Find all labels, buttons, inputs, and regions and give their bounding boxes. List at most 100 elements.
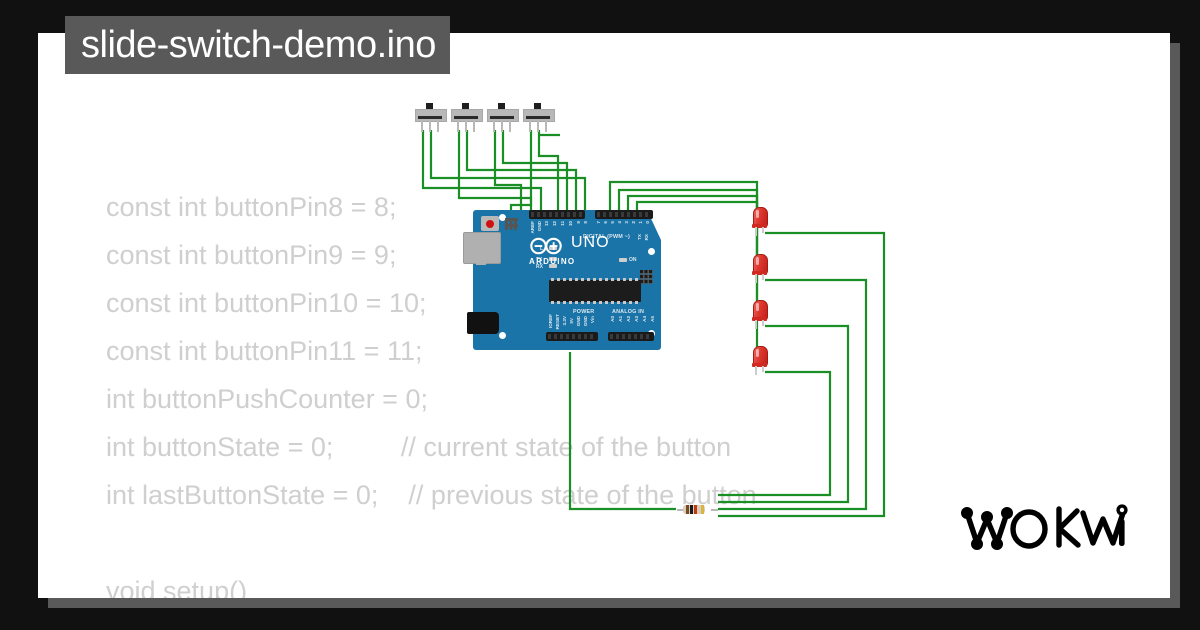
switch-slot [490,116,514,119]
switch-actuator[interactable] [426,103,433,111]
pin-label-gnd: GND [537,221,542,232]
switch-leg [457,120,459,132]
reset-button[interactable] [481,216,499,231]
page-title: slide-switch-demo.ino [65,16,450,74]
code-line: int buttonPushCounter = 0; [106,384,428,414]
switch-leg [509,120,511,132]
board-name-silk: UNO [571,234,610,251]
resistor-lead [677,508,684,511]
pin-label-a1: A1 [618,316,623,322]
icsp-header [640,270,653,284]
power-header-label: POWER [573,309,595,315]
digital-header-low[interactable] [595,210,653,219]
switch-leg [501,120,503,132]
resistor-1[interactable] [677,505,718,514]
led-label-rx: RX [536,264,543,270]
pin-label-d5: 5 [610,221,615,224]
switch-leg [437,120,439,132]
pin-label-d3: 3 [624,221,629,224]
pin-label-d4: 4 [617,221,622,224]
led-label-on: ON [629,257,637,263]
led-gloss [755,349,759,357]
led-anode-leg [755,274,757,283]
led-cathode-leg [762,227,764,233]
pin-label-a4: A4 [642,316,647,322]
pin-label-a0: A0 [610,316,615,322]
led-flange [752,224,767,228]
resistor-band-2 [690,505,693,514]
usb-connector [463,232,501,265]
code-line: const int buttonPin11 = 11; [106,336,423,366]
pin-label-a3: A3 [634,316,639,322]
power-jack [467,312,499,334]
led-gloss [755,257,759,265]
pin-label-d11: 11 [560,221,565,226]
pin-label-vin: Vin [590,316,595,324]
led-tx-indicator [549,257,557,261]
resistor-band-1 [686,505,689,514]
switch-slot [418,116,442,119]
led-label-l: L [540,246,544,252]
switch-actuator[interactable] [534,103,541,111]
code-line: void setup() [106,576,248,598]
led-on-indicator [619,258,627,262]
pin-label-d7: 7 [596,221,601,224]
switch-actuator[interactable] [462,103,469,111]
pin-label-d10: 10 [568,221,573,227]
pin-label-gnd1: GND [576,316,581,327]
pin-label-5v: 5V [569,318,574,324]
code-line: const int buttonPin8 = 8; [106,192,397,222]
pin-label-d6: 6 [603,221,608,224]
analog-header-label: ANALOG IN [612,309,645,315]
digital-header-high[interactable] [529,210,585,219]
pin-label-aref: AREF [530,221,535,234]
resistor-band-3 [694,505,697,514]
pin-label-d0: 0 [645,221,650,224]
pin-label-ioref: IOREF [548,314,553,329]
mounting-hole [499,332,506,339]
switch-leg [421,120,423,132]
pin-label-d2: 2 [631,221,636,224]
power-header[interactable] [546,332,598,341]
pin-label-3v3: 3.3V [562,316,567,326]
switch-leg [473,120,475,132]
switch-slot [454,116,478,119]
led-gloss [755,210,759,218]
mounting-hole [499,214,506,221]
switch-leg [465,120,467,132]
code-line: const int buttonPin10 = 10; [106,288,427,318]
switch-leg [529,120,531,132]
arduino-uno-board[interactable]: AREF GND 13 12 11 10 9 8 7 6 5 4 3 2 1 0… [463,210,661,350]
pin-label-tx: TX [637,234,642,240]
pin-label-rx: RX [644,234,649,241]
pin-label-a5: A5 [650,316,655,322]
switch-leg [537,120,539,132]
led-gloss [755,303,759,311]
switch-leg [545,120,547,132]
digital-header-label: DIGITAL (PWM ~) [583,234,630,240]
switch-slot [526,116,550,119]
led-cathode-leg [762,366,764,372]
resistor-band-4 [701,505,704,514]
icsp2-header [505,218,518,230]
resistor-lead [711,508,718,511]
mounting-hole [648,248,655,255]
led-anode-leg [755,227,757,236]
led-cathode-leg [762,274,764,280]
led-anode-leg [755,320,757,329]
atmega-mcu [549,278,641,304]
pin-label-gnd2: GND [583,316,588,327]
board-vendor-silk: ARDUINO [529,257,576,266]
pin-label-d12: 12 [552,221,557,227]
pin-label-a2: A2 [626,316,631,322]
switch-actuator[interactable] [498,103,505,111]
pin-label-d13: 13 [544,221,549,227]
pin-label-d8: 8 [583,221,588,224]
wokwi-logo [959,499,1134,560]
led-rx-indicator [549,264,557,268]
analog-header[interactable] [608,332,654,341]
switch-leg [429,120,431,132]
pin-label-reset: RESET [555,314,560,330]
led-label-tx: TX [536,257,543,263]
